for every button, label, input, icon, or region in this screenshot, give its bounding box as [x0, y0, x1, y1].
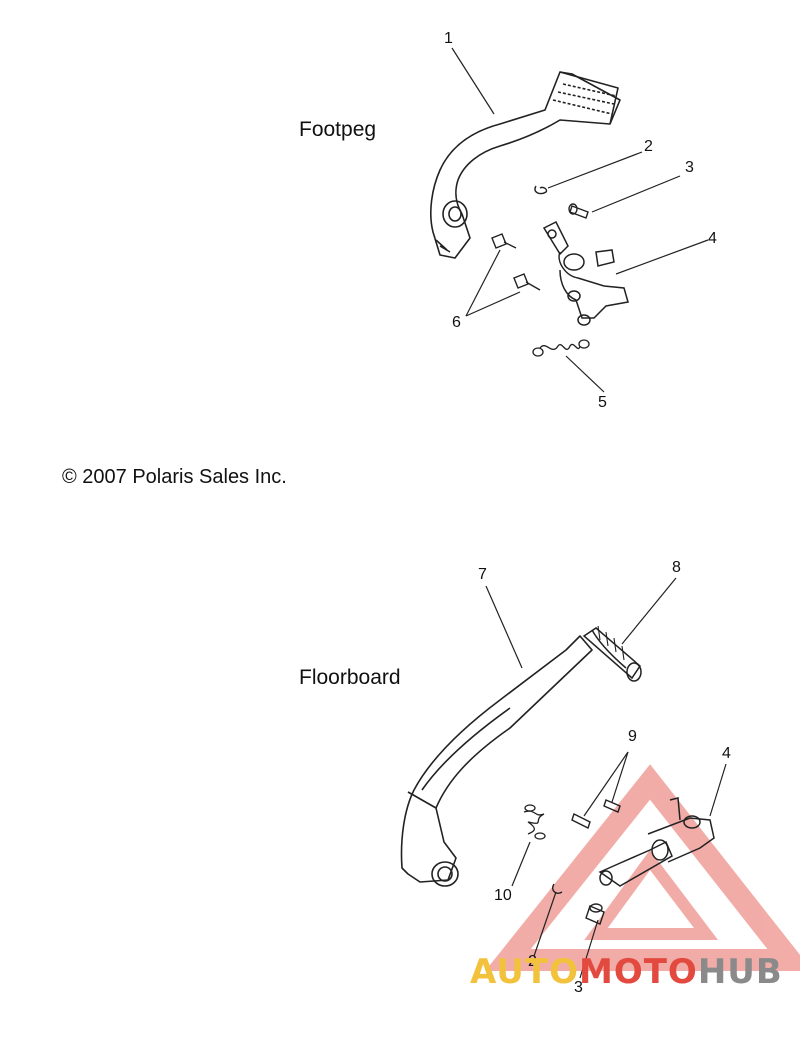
watermark-hub: HUB [697, 952, 783, 992]
footpeg-leaders [451, 47, 709, 393]
watermark-moto: MOTO [578, 952, 698, 992]
floorboard-master-cylinder [598, 797, 715, 887]
callout-7: 7 [478, 566, 487, 583]
callout-4-floorboard: 4 [722, 745, 731, 762]
footpeg-pin [568, 203, 589, 219]
watermark-auto: AUTO [470, 952, 579, 992]
footpeg-title: Footpeg [299, 118, 377, 141]
floorboard-pins [552, 799, 621, 925]
callout-4: 4 [708, 230, 717, 247]
callout-3: 3 [685, 159, 694, 176]
floorboard-title: Floorboard [299, 666, 401, 689]
callout-1: 1 [444, 30, 453, 47]
watermark-triangle [485, 764, 800, 971]
floorboard-spring [523, 804, 546, 840]
callout-5: 5 [598, 394, 607, 411]
watermark-logo: AUTOMOTOHUB [470, 952, 783, 992]
floorboard-leaders [485, 577, 727, 979]
callout-2: 2 [644, 138, 653, 155]
footpeg-clip [534, 185, 548, 195]
callout-10: 10 [494, 887, 512, 904]
floorboard-rubber-grip [582, 625, 642, 682]
callout-2-floorboard: 2 [528, 953, 537, 970]
footpeg-brake-pedal [430, 71, 621, 259]
callout-8: 8 [672, 559, 681, 576]
footpeg-bolts [491, 233, 541, 291]
footpeg-spring [532, 339, 590, 357]
floorboard-brake-pedal [400, 635, 593, 887]
callout-9: 9 [628, 728, 637, 745]
copyright-text: © 2007 Polaris Sales Inc. [62, 466, 287, 488]
footpeg-master-cylinder [542, 220, 629, 326]
callout-3-floorboard: 3 [574, 979, 583, 996]
callout-6: 6 [452, 314, 461, 331]
